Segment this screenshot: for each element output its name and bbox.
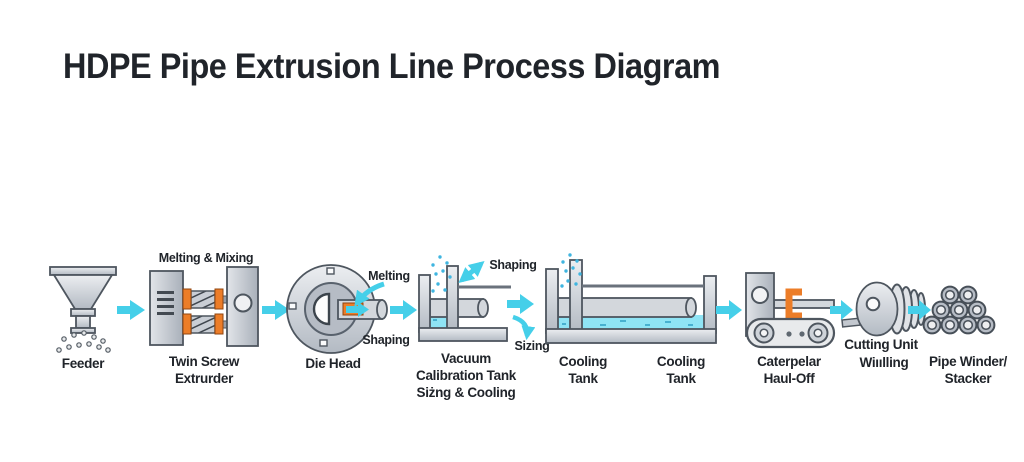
flow-arrow-3 (390, 300, 417, 320)
cooling-tank-1-label-line2: Tank (568, 371, 598, 386)
die-head-icon (286, 264, 388, 354)
spray-droplets (431, 255, 452, 293)
clamp-icon (785, 288, 802, 320)
cooling-tank-2-label-line2: Tank (666, 371, 696, 386)
extruder-label-line1: Twin Screw (169, 354, 240, 369)
twin-screw-extruder-icon (149, 266, 259, 347)
extruder-label-line2: Extrurder (175, 371, 234, 386)
sizing-curve-arrow (512, 314, 536, 341)
die-bolts (288, 267, 335, 347)
winder-label-line2: Stacker (945, 371, 993, 386)
flow-arrow-6 (830, 300, 853, 320)
die-melting-annotation: Melting (368, 269, 410, 283)
flow-arrow-4 (507, 294, 534, 314)
shaping-double-arrow (458, 261, 485, 283)
tank-shaping-annotation: Shaping (489, 258, 536, 272)
screw-flight-2 (190, 315, 216, 334)
pipe-flow-arrow (346, 302, 369, 317)
haul-off-label-line2: Haul-Off (764, 371, 816, 386)
screw-flight-1 (190, 290, 216, 309)
melting-mixing-annotation: Melting & Mixing (159, 251, 254, 265)
winder-label-line1: Pipe Winder/ (929, 354, 1008, 369)
pipe-stack-icon (922, 285, 996, 335)
feeder-label: Feeder (62, 356, 106, 371)
cutting-unit-label-line1: Cutting Unit (844, 337, 918, 352)
vacuum-tank-label-line1: Vacuum (441, 351, 491, 366)
die-opening (312, 292, 331, 326)
melting-flow-arrow (354, 281, 385, 307)
cooling-tank-1-label-line1: Cooling (559, 354, 607, 369)
hopper-icon (49, 266, 117, 334)
cooling-tank-2-label-line1: Cooling (657, 354, 705, 369)
die-head-label: Die Head (305, 356, 360, 371)
pellets-icon (56, 330, 111, 353)
flow-arrow-1 (117, 300, 145, 320)
cooling-spray-droplets (560, 253, 582, 288)
tank-sizing-annotation: Sizing (514, 339, 549, 353)
flow-arrow-7 (908, 300, 931, 320)
haul-off-label-line1: Caterpelar (757, 354, 822, 369)
vacuum-tank-label-line2: Calibration Tank (416, 368, 517, 383)
vacuum-tank-label-line3: Siżng & Cooling (417, 385, 516, 400)
caterpillar-haul-off-icon (745, 272, 836, 349)
cooling-tank-icon (545, 253, 717, 344)
vacuum-calibration-tank-icon (418, 255, 536, 342)
page-title: HDPE Pipe Extrusion Line Process Diagram (63, 47, 720, 86)
vent-slots (157, 291, 174, 315)
cutting-unit-label-line2: Wiıılling (860, 355, 909, 370)
flow-arrow-2 (262, 300, 290, 320)
die-shaping-annotation: Shaping (362, 333, 409, 347)
flow-arrow-5 (716, 300, 742, 320)
